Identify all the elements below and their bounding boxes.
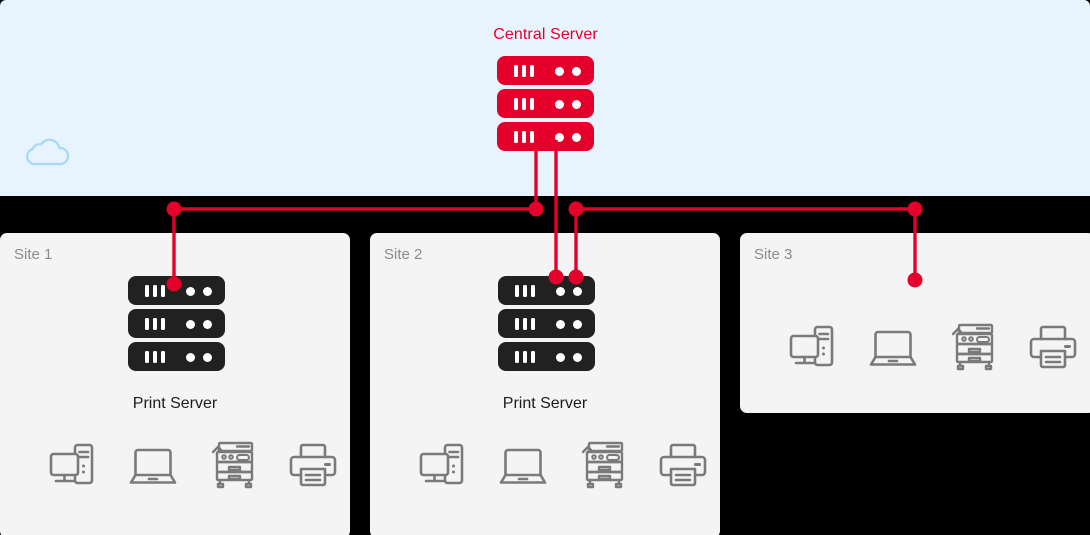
server-unit: [498, 309, 595, 338]
server-leds: [555, 100, 581, 109]
server-unit: [497, 56, 594, 85]
desktop-computer-icon[interactable]: [417, 439, 469, 491]
server-leds: [186, 287, 212, 296]
connection-node[interactable]: [166, 201, 182, 217]
server-leds: [556, 287, 582, 296]
server-bars: [145, 318, 165, 330]
printer-icon[interactable]: [287, 439, 339, 491]
server-unit: [128, 276, 225, 305]
server-leds: [556, 353, 582, 362]
server-bars: [515, 351, 535, 363]
multifunction-printer-icon[interactable]: [947, 321, 999, 373]
cloud-icon: [26, 138, 70, 166]
server-bars: [515, 318, 535, 330]
laptop-icon[interactable]: [127, 439, 179, 491]
site-2-device-row: [417, 439, 709, 491]
server-bars: [514, 131, 534, 143]
site-3-label: Site 3: [754, 246, 793, 263]
laptop-icon[interactable]: [867, 321, 919, 373]
server-leds: [555, 67, 581, 76]
connection-node[interactable]: [568, 201, 584, 217]
printer-icon[interactable]: [1027, 321, 1079, 373]
server-unit: [497, 122, 594, 151]
site-3-panel[interactable]: Site 3: [740, 233, 1090, 413]
server-bars: [515, 285, 535, 297]
server-unit: [498, 276, 595, 305]
laptop-icon[interactable]: [497, 439, 549, 491]
server-unit: [128, 309, 225, 338]
server-bars: [145, 351, 165, 363]
desktop-computer-icon[interactable]: [787, 321, 839, 373]
site-1-device-row: [47, 439, 339, 491]
server-unit: [498, 342, 595, 371]
connection-node[interactable]: [528, 201, 544, 217]
site-2-print-server-label: Print Server: [502, 395, 588, 412]
multifunction-printer-icon[interactable]: [207, 439, 259, 491]
site-1-panel[interactable]: Site 1 Print Server: [0, 233, 350, 535]
server-unit: [128, 342, 225, 371]
site-3-device-row: [787, 321, 1079, 373]
site-1-print-server-label: Print Server: [132, 395, 218, 412]
connection-node[interactable]: [907, 201, 923, 217]
server-bars: [514, 98, 534, 110]
central-server-icon[interactable]: [497, 56, 594, 156]
site-2-label: Site 2: [384, 246, 423, 263]
server-leds: [186, 353, 212, 362]
site-1-print-server-icon[interactable]: [128, 276, 225, 376]
server-leds: [556, 320, 582, 329]
central-server-label: Central Server: [493, 26, 598, 43]
server-leds: [186, 320, 212, 329]
server-leds: [555, 133, 581, 142]
site-1-label: Site 1: [14, 246, 53, 263]
printer-icon[interactable]: [657, 439, 709, 491]
server-bars: [514, 65, 534, 77]
multifunction-printer-icon[interactable]: [577, 439, 629, 491]
desktop-computer-icon[interactable]: [47, 439, 99, 491]
server-bars: [145, 285, 165, 297]
site-2-panel[interactable]: Site 2 Print Server: [370, 233, 720, 535]
site-2-print-server-icon[interactable]: [498, 276, 595, 376]
server-unit: [497, 89, 594, 118]
